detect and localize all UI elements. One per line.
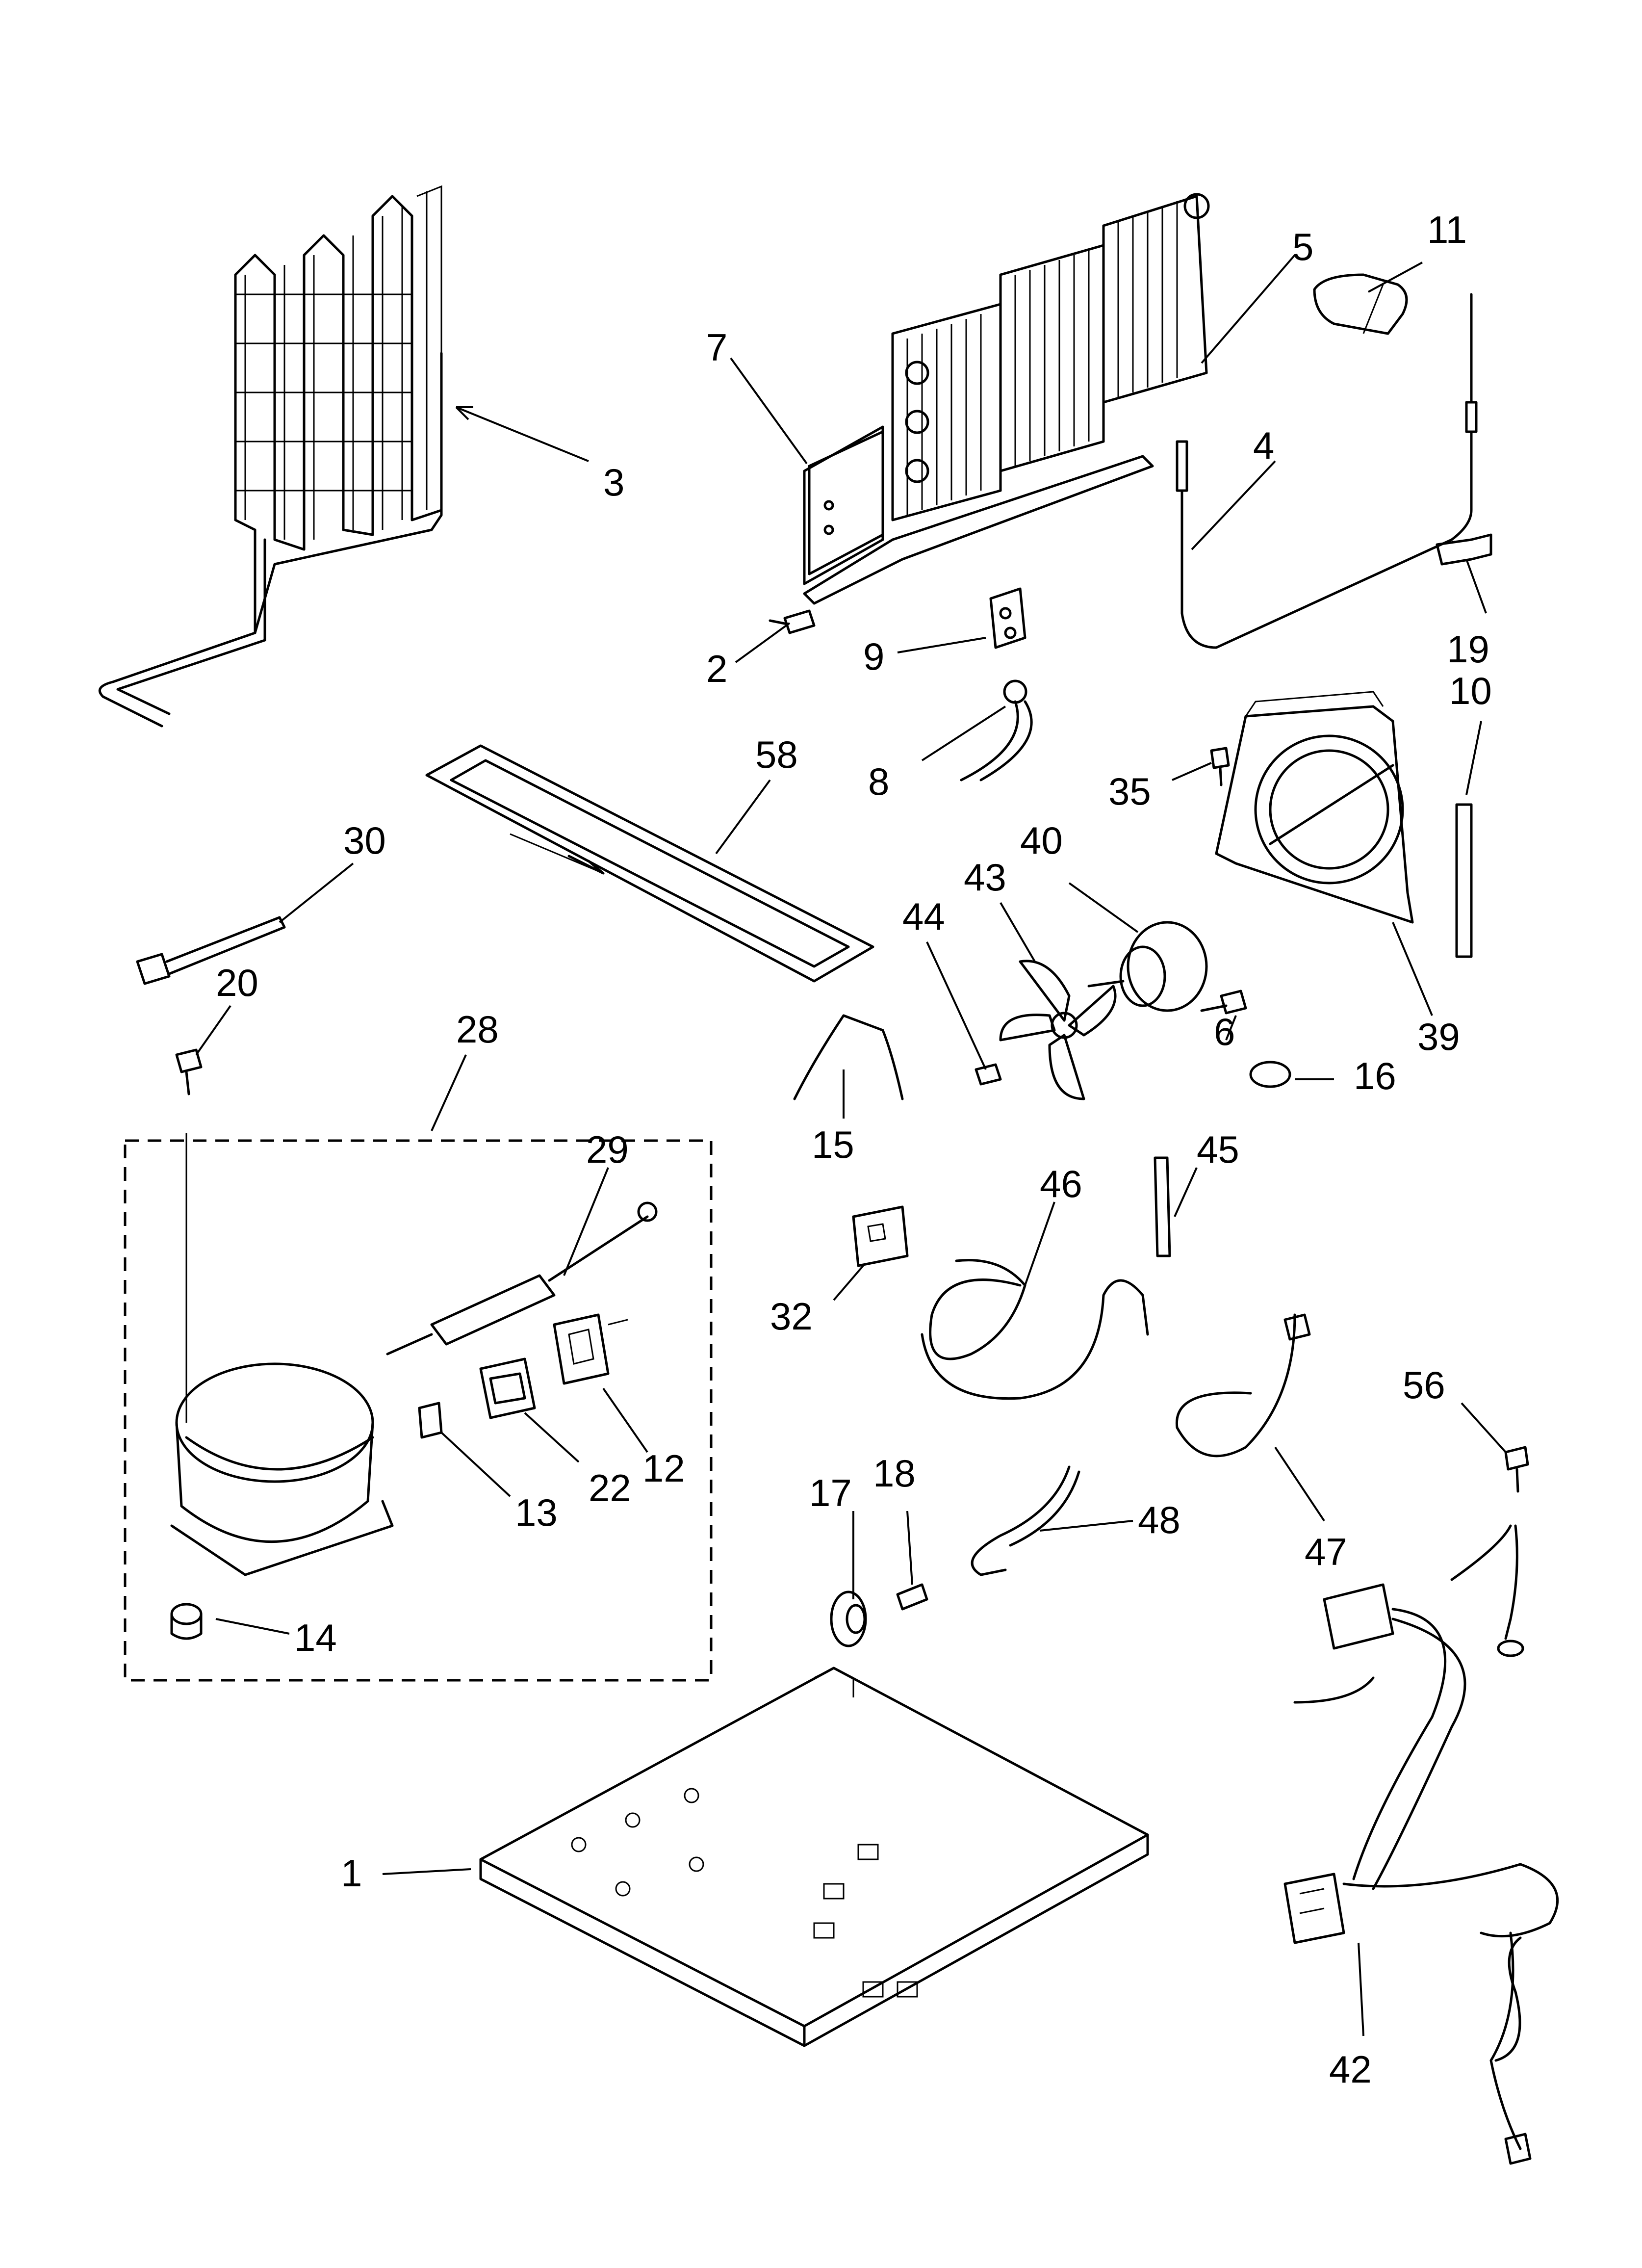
- callout-28: 28: [456, 1008, 499, 1051]
- roller-17: [830, 1590, 867, 1647]
- callout-43: 43: [964, 856, 1006, 899]
- drain-pan-58: [425, 744, 874, 983]
- gasket-10: [1455, 803, 1473, 958]
- wire-47: [1175, 1313, 1311, 1458]
- callout-10: 10: [1449, 669, 1492, 712]
- callout-18: 18: [873, 1452, 916, 1495]
- callout-16: 16: [1354, 1054, 1396, 1097]
- callout-58: 58: [755, 733, 798, 776]
- clip-19: [1436, 533, 1492, 566]
- fan-blade-43: [999, 960, 1117, 1100]
- screw-56: [1504, 1446, 1529, 1493]
- callout-48: 48: [1138, 1498, 1180, 1541]
- callout-19: 19: [1447, 627, 1489, 671]
- grommet-16: [1249, 1061, 1291, 1088]
- fan-shroud-39: [1215, 691, 1414, 924]
- defrost-heater-8: [960, 679, 1033, 782]
- thermistor-cover-11: [1313, 273, 1408, 335]
- screw-6: [1200, 990, 1247, 1015]
- callout-2: 2: [706, 647, 727, 690]
- rod-45: [1154, 1156, 1171, 1257]
- spring-clip-15: [793, 1014, 904, 1100]
- drain-tube-46: [921, 1259, 1149, 1400]
- condenser-coil: [98, 185, 443, 728]
- callout-47: 47: [1305, 1530, 1347, 1573]
- screw-2: [769, 609, 816, 634]
- callout-15: 15: [812, 1123, 854, 1166]
- callout-4: 4: [1253, 424, 1274, 467]
- callout-29: 29: [586, 1128, 629, 1171]
- callout-7: 7: [706, 326, 727, 369]
- evaporator-assembly: [803, 193, 1210, 605]
- pin-18: [896, 1583, 928, 1611]
- overload-13: [418, 1402, 443, 1439]
- callout-6: 6: [1214, 1010, 1235, 1053]
- screw-35: [1210, 747, 1230, 786]
- compressor-kit-box-28: [124, 1139, 713, 1682]
- callout-17: 17: [809, 1471, 852, 1514]
- compressor: [170, 1133, 394, 1576]
- callout-46: 46: [1040, 1162, 1082, 1205]
- cable-tie-30: [136, 916, 286, 985]
- callout-3: 3: [603, 461, 624, 504]
- wiring-harness-42: [1283, 1524, 1559, 2165]
- callout-1: 1: [341, 1851, 362, 1895]
- grommet-14: [170, 1603, 203, 1640]
- callout-20: 20: [216, 961, 258, 1004]
- callout-12: 12: [642, 1447, 685, 1490]
- callout-22: 22: [589, 1466, 631, 1510]
- callout-labels: 3 7 5 11 4 2 9 19 10 58 8 35 30 40 43 44…: [216, 208, 1492, 2091]
- clip-9: [989, 587, 1026, 649]
- callout-14: 14: [294, 1616, 337, 1659]
- base-plate-1: [479, 1667, 1149, 2047]
- callout-56: 56: [1403, 1363, 1445, 1407]
- callout-32: 32: [770, 1295, 813, 1338]
- callout-44: 44: [902, 895, 945, 938]
- callout-9: 9: [863, 635, 884, 678]
- leader-lines: [195, 254, 1507, 2036]
- callout-13: 13: [515, 1491, 558, 1534]
- callout-5: 5: [1292, 225, 1313, 268]
- drier-29: [386, 1201, 658, 1356]
- callout-8: 8: [868, 760, 889, 803]
- relay-22: [479, 1357, 536, 1419]
- callout-30: 30: [343, 819, 386, 862]
- callout-35: 35: [1108, 770, 1151, 813]
- callout-45: 45: [1197, 1128, 1239, 1171]
- retainer-44: [975, 1063, 1002, 1086]
- capacitor-32: [852, 1205, 909, 1267]
- cover-12: [553, 1313, 628, 1385]
- tube-48: [971, 1465, 1080, 1576]
- fan-motor-40: [1087, 921, 1208, 1012]
- callout-42: 42: [1329, 2048, 1372, 2091]
- sensor-wire-4: [1176, 293, 1478, 649]
- callout-11: 11: [1427, 208, 1467, 251]
- callout-40: 40: [1020, 819, 1063, 862]
- screw-20: [175, 1048, 203, 1095]
- callout-39: 39: [1417, 1015, 1460, 1058]
